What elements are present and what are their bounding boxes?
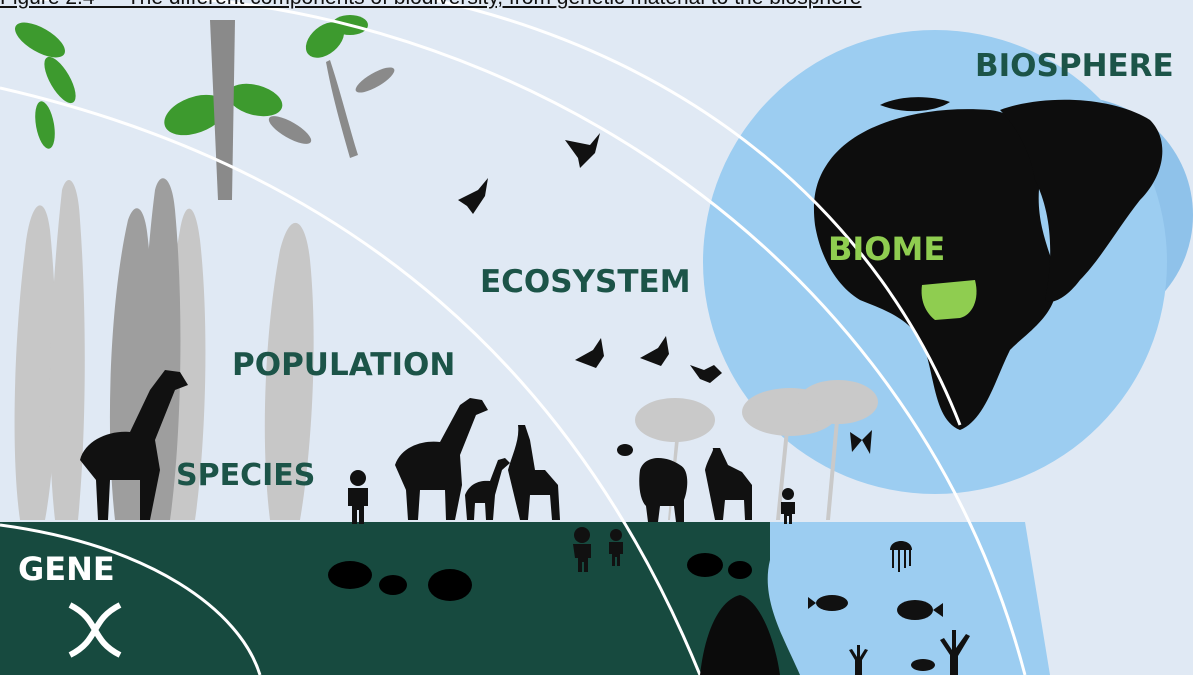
continents-icon — [813, 97, 1163, 431]
biome-label: BIOME — [828, 230, 945, 268]
bird-icon — [458, 133, 722, 383]
biome-region-icon — [921, 280, 977, 320]
coral-icon — [849, 630, 970, 675]
human-icon — [348, 470, 795, 572]
figure-caption: Figure 2.4 — The different components of… — [0, 0, 1193, 8]
palm-tree-icon — [635, 380, 878, 520]
dna-icon — [68, 602, 122, 658]
elephant-icon — [639, 458, 688, 522]
branch-icon — [210, 20, 395, 200]
ecosystem-label: ECOSYSTEM — [480, 264, 691, 300]
leaves-icon — [15, 15, 368, 149]
divider-arcs — [0, 0, 1027, 675]
bee-icon — [617, 444, 633, 456]
gene-label: GENE — [18, 550, 115, 588]
jellyfish-icon — [890, 541, 912, 572]
gene-arc — [0, 523, 262, 675]
butterfly-icon — [850, 430, 872, 454]
population-arc — [0, 86, 702, 675]
fish-icon — [808, 595, 943, 671]
species-label: SPECIES — [176, 458, 315, 493]
biosphere-arc — [434, 0, 962, 426]
biosphere-label: BIOSPHERE — [975, 48, 1174, 84]
rodent-icon — [328, 553, 752, 601]
ecosystem-arc — [40, 0, 1027, 675]
water-band — [767, 522, 1050, 675]
plant-icon — [700, 595, 780, 675]
giraffe-icon — [80, 370, 752, 520]
population-label: POPULATION — [232, 347, 455, 383]
